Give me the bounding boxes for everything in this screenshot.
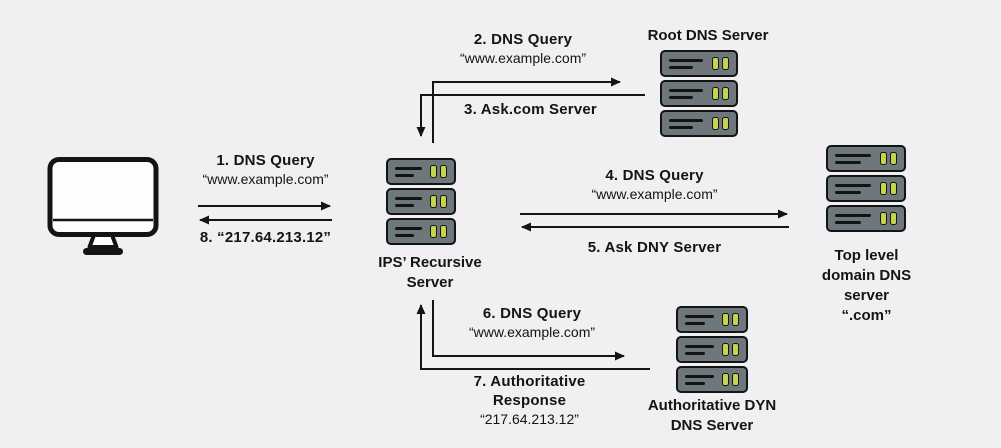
server-vents [669, 118, 712, 129]
recursive-server-icon [386, 158, 456, 245]
step8-title: 8. “217.64.213.12” [199, 229, 332, 246]
step4-title: 4. DNS Query [605, 167, 704, 184]
server-vents [685, 344, 722, 355]
server-rack-unit [386, 188, 456, 215]
server-vents [835, 153, 880, 164]
authoritative-server-label: Authoritative DYN DNS Server [612, 396, 812, 436]
authoritative-dns-server-icon [676, 306, 748, 393]
authoritative-server-label-line: Authoritative DYN [647, 397, 777, 414]
server-led-lights [712, 87, 729, 100]
root-server-label-line: Root DNS Server [647, 27, 769, 44]
server-rack-unit [660, 80, 738, 107]
server-rack-unit [826, 145, 906, 172]
server-rack-unit [826, 205, 906, 232]
tld-dns-server-icon [826, 145, 906, 232]
tld-server-label-line: “.com” [841, 307, 892, 324]
authoritative-server-label-line: DNS Server [670, 417, 754, 434]
tld-server-label: Top level domain DNS server “.com” [799, 246, 934, 326]
root-server-label: Root DNS Server [630, 26, 786, 46]
step5-title: 5. Ask DNY Server [587, 239, 722, 256]
server-led-lights [430, 165, 447, 178]
step1-title: 1. DNS Query [216, 152, 315, 169]
step6-label: 6. DNS Query “www.example.com” [452, 304, 612, 341]
tld-server-label-line: domain DNS [821, 267, 912, 284]
server-led-lights [722, 343, 739, 356]
server-led-lights [880, 152, 897, 165]
recursive-server-label: IPS’ Recursive Server [370, 253, 490, 293]
step2-label: 2. DNS Query “www.example.com” [443, 30, 603, 67]
server-vents [669, 58, 712, 69]
server-led-lights [712, 117, 729, 130]
step8-label: 8. “217.64.213.12” [183, 228, 348, 247]
server-rack-unit [676, 366, 748, 393]
root-dns-server-icon [660, 50, 738, 137]
step7-title: 7. Authoritative [473, 373, 586, 390]
server-vents [835, 213, 880, 224]
server-vents [669, 88, 712, 99]
server-rack-unit [386, 218, 456, 245]
step1-label: 1. DNS Query “www.example.com” [183, 151, 348, 188]
server-led-lights [430, 195, 447, 208]
monitor-icon [47, 157, 159, 255]
step6-value: “www.example.com” [468, 324, 596, 340]
server-rack-unit [660, 110, 738, 137]
step7-label: 7. Authoritative Response “217.64.213.12… [447, 372, 612, 428]
step4-value: “www.example.com” [591, 186, 718, 202]
server-led-lights [430, 225, 447, 238]
server-vents [395, 226, 430, 237]
server-rack-unit [826, 175, 906, 202]
recursive-server-label-line: IPS’ Recursive [378, 254, 482, 271]
step5-label: 5. Ask DNY Server [572, 238, 737, 257]
step7-value: “217.64.213.12” [480, 411, 579, 427]
tld-server-label-line: server [843, 287, 890, 304]
step6-title: 6. DNS Query [482, 305, 582, 322]
server-rack-unit [676, 336, 748, 363]
step4-label: 4. DNS Query “www.example.com” [567, 166, 742, 203]
step3-title: 3. Ask.com Server [464, 101, 597, 118]
server-vents [835, 183, 880, 194]
step3-label: 3. Ask.com Server [448, 100, 613, 119]
client-computer-icon [46, 156, 160, 263]
server-vents [395, 166, 430, 177]
server-rack-unit [676, 306, 748, 333]
step2-title: 2. DNS Query [473, 31, 573, 48]
server-led-lights [722, 313, 739, 326]
server-led-lights [712, 57, 729, 70]
server-vents [395, 196, 430, 207]
server-led-lights [722, 373, 739, 386]
server-rack-unit [386, 158, 456, 185]
server-led-lights [880, 212, 897, 225]
server-led-lights [880, 182, 897, 195]
step7-title-line2: Response [492, 392, 567, 409]
server-vents [685, 374, 722, 385]
server-rack-unit [660, 50, 738, 77]
tld-server-label-line: Top level [834, 247, 899, 264]
server-vents [685, 314, 722, 325]
recursive-server-label-line: Server [406, 274, 454, 291]
step1-value: “www.example.com” [202, 171, 329, 187]
step2-value: “www.example.com” [459, 50, 587, 66]
